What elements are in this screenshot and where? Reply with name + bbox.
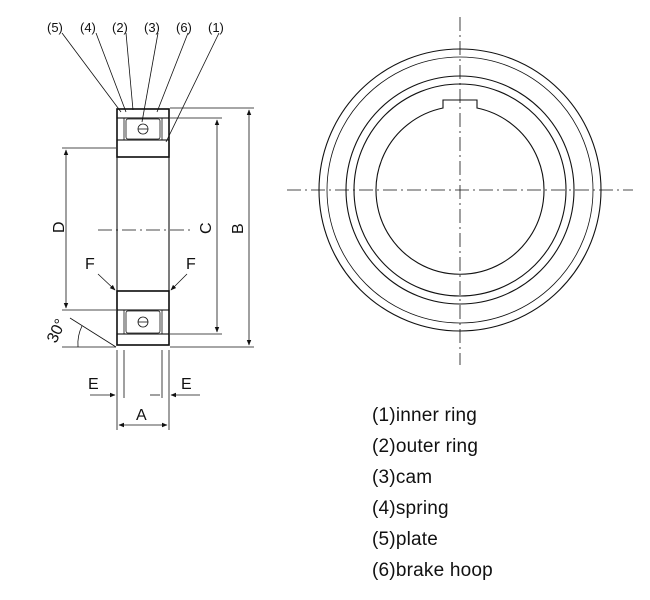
lower-section [116,290,170,346]
dimension-c: C [170,117,222,335]
cam-upper [125,118,161,140]
inner-race-edge [345,75,575,305]
outer-ring-chamfer [326,56,594,324]
dim-d-label: D [51,221,68,233]
chamfer-f: F F [85,256,196,291]
callout-6: (6) [176,20,192,35]
callout-4: (4) [80,20,96,35]
outer-ring-outer-edge [318,48,602,332]
callout-labels: (5) (4) (2) (3) (6) (1) [47,20,224,35]
dimension-d: D [51,147,116,311]
angle-30: 30° [44,317,117,348]
front-view [287,17,633,365]
dim-c-label: C [198,222,215,234]
upper-section [116,108,170,158]
dim-e-left: E [88,376,99,393]
callout-3: (3) [144,20,160,35]
section-view [98,108,190,346]
legend-item-outer-ring: (2)outer ring [372,436,479,457]
inner-ring-upper [116,139,170,158]
cam-lower [125,310,161,334]
dim-b-label: B [230,223,247,234]
angle-label: 30° [44,317,70,346]
chamfer-f-right: F [186,256,196,273]
plate-right-upper [161,117,170,141]
legend-item-brake-hoop: (6)brake hoop [372,560,493,581]
legend-item-spring: (4)spring [372,498,449,519]
plate-right-lower [161,309,170,335]
plate-left-upper [116,117,125,141]
bore-with-keyway [375,99,545,275]
chamfer-f-left: F [85,256,95,273]
legend-item-cam: (3)cam [372,467,433,488]
inner-ring-lower [116,290,170,311]
parts-legend: (1)inner ring (2)outer ring (3)cam (4)sp… [372,400,493,586]
callout-2: (2) [112,20,128,35]
dim-a-label: A [136,407,147,424]
plate-left-lower [116,309,125,335]
inner-ring-outer-edge [353,83,567,297]
callout-5: (5) [47,20,63,35]
legend-item-plate: (5)plate [372,529,439,550]
callout-1: (1) [208,20,224,35]
callout-leaders [61,32,220,143]
dimension-e-a: E E A [88,350,200,430]
dim-e-right: E [181,376,192,393]
outer-ring-lower [116,333,170,346]
dimension-b: B [170,107,254,348]
legend-item-inner-ring: (1)inner ring [372,405,478,426]
